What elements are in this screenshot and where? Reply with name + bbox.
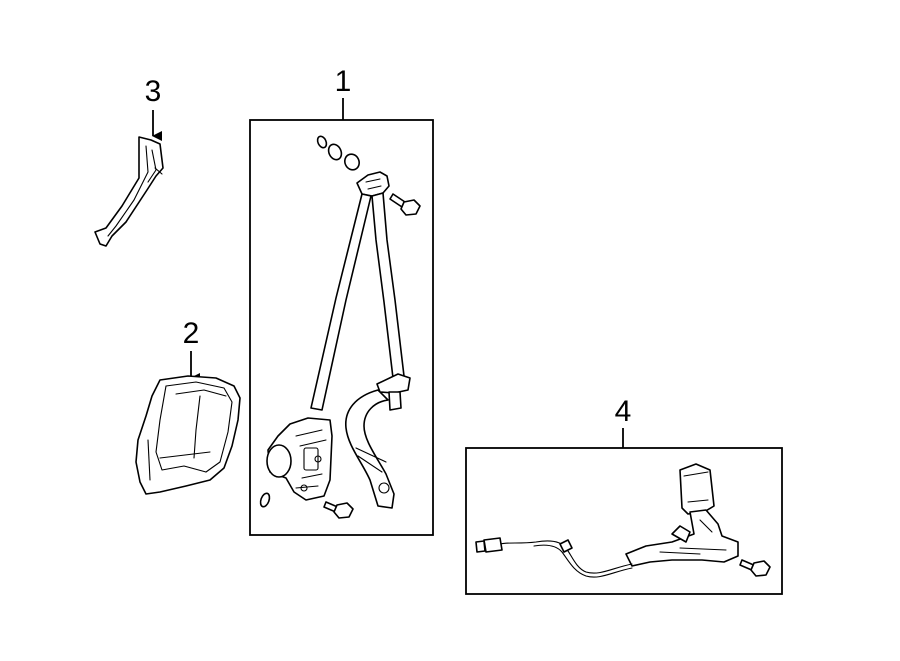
retractor-clip — [259, 492, 271, 508]
callout-number-1: 1 — [335, 65, 352, 98]
retractor-cover — [135, 375, 241, 495]
callout-number-3: 3 — [145, 75, 162, 108]
callout-number-4: 4 — [615, 395, 632, 428]
seat-belt-buckle-assembly — [475, 463, 771, 578]
part-1-frame — [249, 119, 434, 536]
callout-number-2: 2 — [183, 317, 200, 350]
grommet-1 — [316, 135, 328, 149]
buckle-anchor-bolt — [739, 559, 771, 577]
retractor-spool — [266, 444, 292, 478]
seat-belt-retractor-assembly — [259, 135, 421, 519]
grommet-3 — [344, 153, 360, 171]
part-4-frame — [465, 447, 783, 595]
belt-guide-trim — [94, 136, 164, 247]
lower-anchor-bolt — [323, 501, 354, 519]
upper-anchor-bolt — [389, 193, 421, 216]
grommet-2 — [327, 143, 343, 161]
